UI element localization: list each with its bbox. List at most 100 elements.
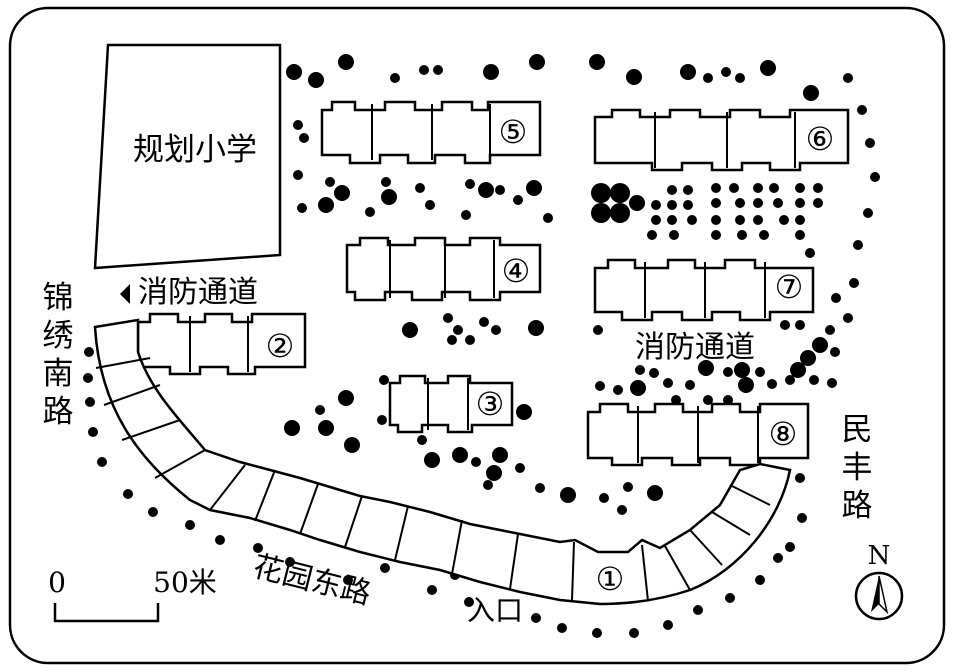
tree-marker — [325, 177, 335, 187]
building-7-label: ⑦ — [775, 268, 804, 306]
tree-marker — [785, 375, 795, 385]
tree-marker — [589, 54, 605, 70]
tree-marker — [592, 628, 602, 638]
tree-marker — [486, 465, 502, 481]
tree-marker — [85, 397, 95, 407]
tree-marker — [735, 215, 745, 225]
tree-marker — [293, 170, 303, 180]
fire-lane-west-label: 消防通道 — [138, 275, 258, 310]
tree-marker — [805, 248, 815, 258]
tree-marker — [635, 365, 645, 375]
tree-marker — [417, 435, 427, 445]
tree-marker — [831, 293, 841, 303]
building-3: ③ — [388, 374, 514, 434]
tree-marker — [735, 73, 745, 83]
tree-marker — [593, 325, 603, 335]
tree-marker — [790, 362, 806, 378]
tree-marker — [651, 200, 661, 210]
tree-marker — [617, 505, 627, 515]
fire-lane-center-label: 消防通道 — [635, 330, 755, 365]
tree-marker — [795, 230, 805, 240]
tree-marker — [88, 427, 98, 437]
tree-marker — [729, 183, 739, 193]
tree-marker — [863, 208, 873, 218]
tree-marker — [286, 64, 302, 80]
tree-marker — [865, 138, 875, 148]
tree-marker — [148, 507, 158, 517]
building-7: ⑦ — [593, 258, 815, 322]
tree-marker — [663, 620, 673, 630]
tree-marker — [84, 347, 94, 357]
tree-marker — [492, 447, 508, 463]
tree-marker — [809, 375, 819, 385]
tree-marker — [667, 200, 677, 210]
tree-marker — [318, 197, 334, 213]
tree-marker — [293, 120, 303, 130]
tree-marker — [853, 240, 863, 250]
tree-marker — [433, 65, 443, 75]
tree-marker — [623, 482, 633, 492]
building-2: ② — [136, 312, 307, 376]
tree-marker — [803, 85, 819, 101]
tree-marker — [779, 215, 789, 225]
tree-marker — [425, 200, 435, 210]
tree-marker — [338, 54, 354, 70]
north-arrow-icon: N — [854, 541, 904, 621]
building-6-label: ⑥ — [806, 120, 835, 158]
tree-marker — [813, 198, 823, 208]
tree-marker — [185, 520, 195, 530]
tree-marker — [649, 368, 659, 378]
tree-marker — [610, 183, 630, 203]
tree-marker — [825, 325, 835, 335]
tree-marker — [711, 230, 721, 240]
tree-marker — [318, 420, 334, 436]
fire-lane-arrow-icon — [120, 284, 130, 304]
tree-marker — [453, 325, 463, 335]
tree-marker — [780, 320, 790, 330]
tree-marker — [737, 230, 747, 240]
tree-marker — [769, 183, 779, 193]
svg-text:民丰路: 民丰路 — [842, 412, 873, 524]
tree-marker — [693, 605, 703, 615]
tree-marker — [452, 447, 468, 463]
tree-marker — [685, 380, 695, 390]
tree-marker — [843, 73, 853, 83]
tree-marker — [471, 457, 481, 467]
entrance-label: 入口 — [467, 594, 523, 627]
tree-marker — [483, 480, 493, 490]
tree-marker — [812, 337, 828, 353]
school-plot: 规划小学 — [93, 43, 282, 270]
tree-marker — [334, 185, 350, 201]
tree-marker — [560, 487, 576, 503]
tree-marker — [478, 182, 494, 198]
tree-marker — [711, 198, 721, 208]
building-4: ④ — [345, 236, 542, 302]
building-5-label: ⑤ — [499, 113, 528, 151]
tree-marker — [447, 335, 457, 345]
tree-marker — [711, 215, 721, 225]
tree-marker — [800, 350, 816, 366]
tree-marker — [381, 177, 391, 187]
tree-marker — [651, 215, 661, 225]
road-west-label: 锦绣南路 — [43, 280, 74, 430]
tree-marker — [813, 183, 823, 193]
tree-marker — [343, 575, 353, 585]
tree-marker — [721, 67, 731, 77]
tree-marker — [284, 420, 300, 436]
scale-start-label: 0 — [48, 566, 66, 599]
tree-marker — [613, 385, 623, 395]
tree-marker — [253, 543, 263, 553]
tree-marker — [599, 493, 609, 503]
tree-marker — [753, 198, 763, 208]
tree-marker — [465, 179, 475, 189]
tree-marker — [543, 213, 553, 223]
tree-marker — [630, 380, 646, 396]
tree-marker — [759, 230, 769, 240]
tree-marker — [797, 513, 807, 523]
tree-marker — [698, 360, 714, 376]
tree-marker — [424, 452, 440, 468]
tree-marker — [667, 185, 677, 195]
tree-marker — [97, 457, 107, 467]
tree-marker — [390, 73, 400, 83]
